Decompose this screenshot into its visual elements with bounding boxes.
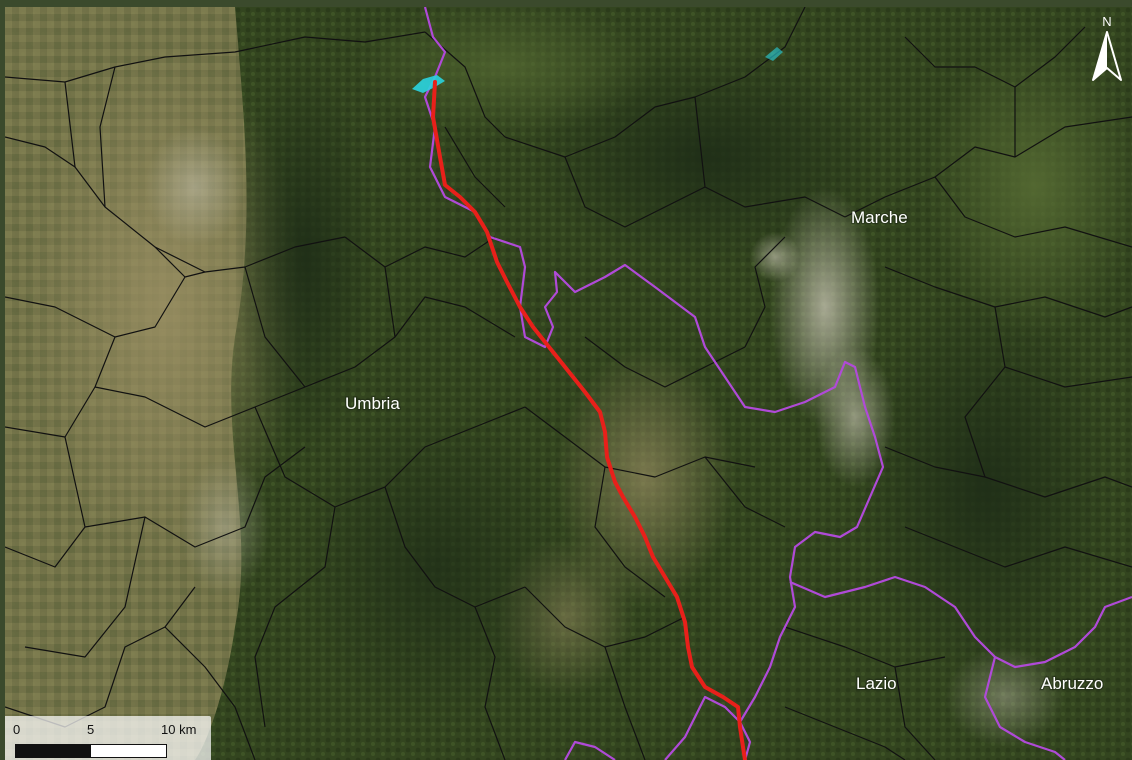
region-label-lazio: Lazio <box>856 674 897 693</box>
north-arrow-icon: N <box>1092 14 1122 81</box>
mountain-rock <box>750 232 800 282</box>
town-area <box>145 127 245 247</box>
region-label-umbria: Umbria <box>345 394 400 413</box>
route-line <box>431 80 747 760</box>
scale-bar: 0 5 10 km <box>5 716 211 760</box>
scale-segment-dark <box>15 744 91 758</box>
map-canvas[interactable]: Marche Umbria Lazio Abruzzo <box>5 7 1132 760</box>
hills <box>925 37 1132 337</box>
satellite-map[interactable]: Marche Umbria Lazio Abruzzo <box>5 7 1132 760</box>
scale-tick-10: 10 km <box>161 722 197 737</box>
water-feature <box>412 75 445 93</box>
mountain-rock <box>815 347 895 487</box>
water-feature <box>765 47 783 61</box>
region-label-marche: Marche <box>851 208 908 227</box>
north-arrow: N <box>1090 12 1124 86</box>
ridge <box>855 287 1115 687</box>
region-label-abruzzo: Abruzzo <box>1041 674 1103 693</box>
municipal-borders <box>5 7 1132 760</box>
scale-segment-light <box>90 744 167 758</box>
mountain-rock <box>945 647 1065 747</box>
ridge <box>235 57 375 457</box>
ridge <box>295 407 575 727</box>
hills <box>355 7 655 137</box>
north-arrow-label: N <box>1102 14 1111 29</box>
town-area <box>180 457 270 597</box>
scale-tick-5: 5 <box>87 722 95 737</box>
scale-tick-0: 0 <box>13 722 21 737</box>
